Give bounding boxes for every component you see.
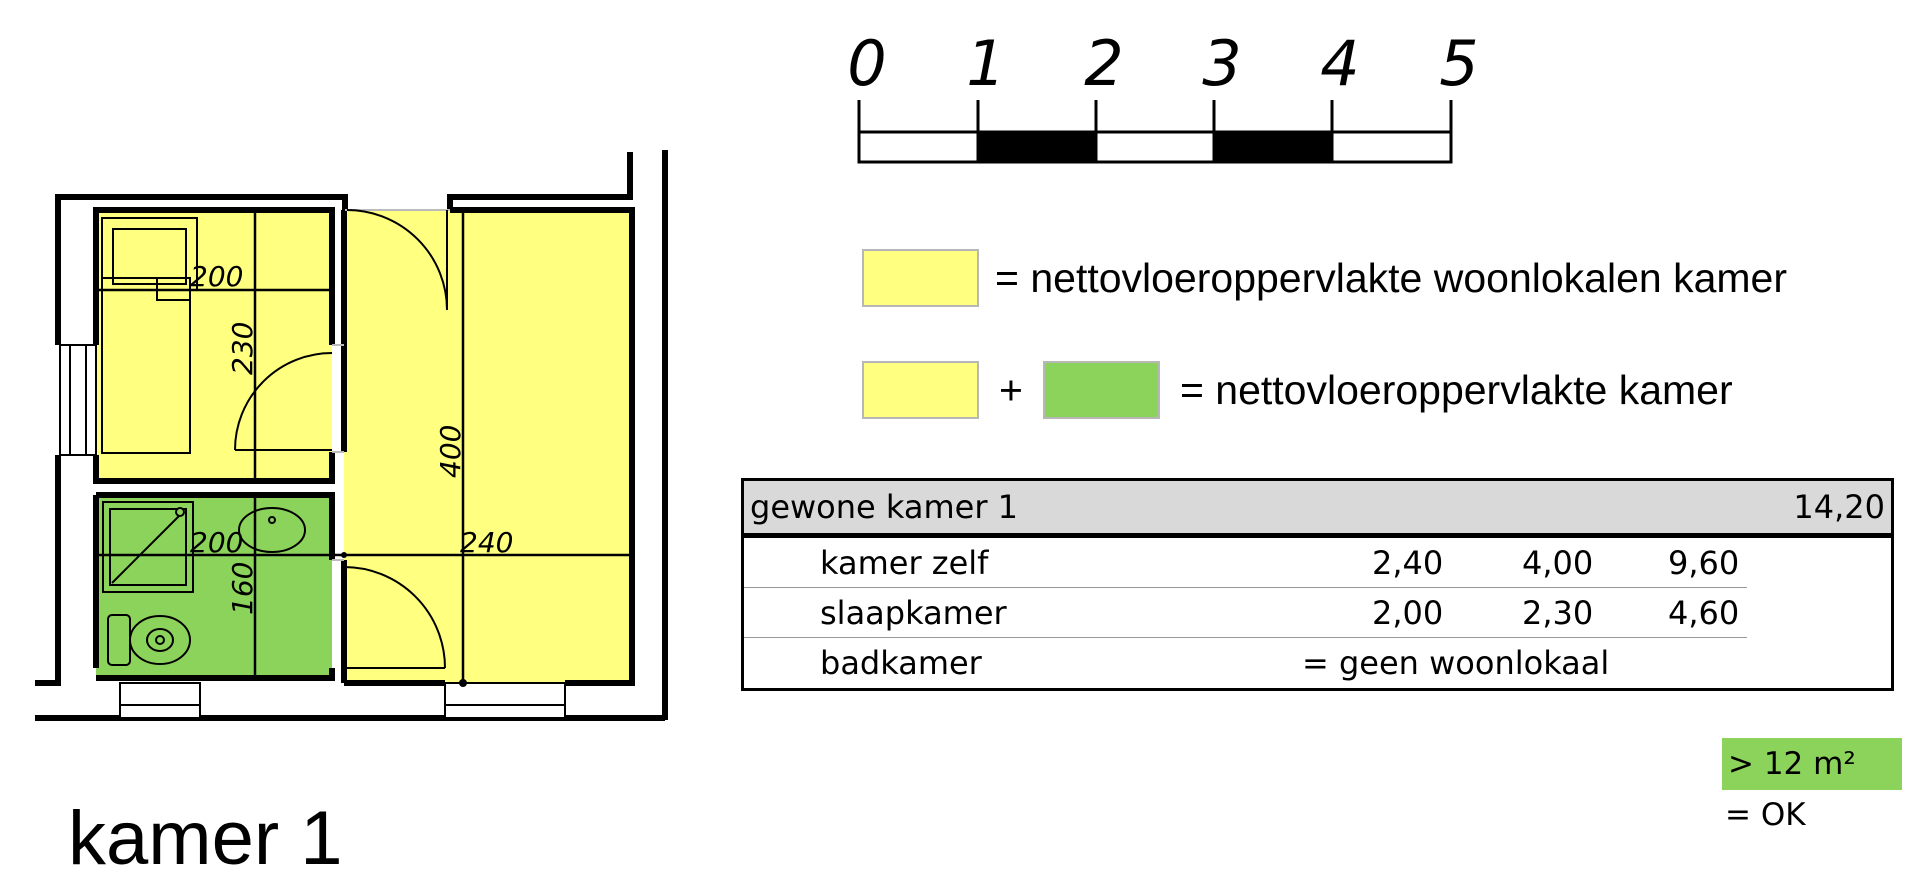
scale-tick-label: 0	[847, 27, 886, 100]
dim-bath-depth: 160	[226, 562, 259, 615]
bedroom-floor	[96, 210, 332, 481]
scale-tick-label: 1	[966, 27, 1005, 100]
legend-text: = nettovloeroppervlakte kamer	[1179, 366, 1733, 413]
room-floor	[344, 210, 632, 683]
row-width: 2,40	[1372, 544, 1444, 582]
dim-bath-width: 200	[190, 526, 243, 559]
page-title: kamer 1	[68, 796, 343, 881]
row-length: 2,30	[1522, 594, 1594, 632]
dim-bedroom-depth: 230	[226, 322, 259, 375]
row-width: 2,00	[1372, 594, 1444, 632]
scale-tick-label: 5	[1439, 27, 1478, 100]
row-label: kamer zelf	[820, 544, 989, 582]
check-result: = OK	[1725, 797, 1806, 833]
yellow-swatch	[862, 361, 979, 419]
scale-bar: 0 1 2 3 4 5	[847, 27, 1479, 164]
table-row: kamer zelf 2,40 4,00 9,60	[744, 538, 1891, 588]
table-header: gewone kamer 1 14,20	[744, 481, 1891, 538]
scale-tick-label: 3	[1202, 27, 1241, 100]
table-row: badkamer = geen woonlokaal	[744, 638, 1891, 688]
legend-row-living-area: = nettovloeroppervlakte woonlokalen kame…	[862, 249, 1787, 307]
legend-text: = nettovloeroppervlakte woonlokalen kame…	[995, 254, 1787, 301]
row-area: 4,60	[1668, 594, 1740, 632]
dim-room-width: 240	[460, 526, 513, 559]
dim-room-depth: 400	[434, 425, 467, 478]
scale-tick-label: 4	[1320, 27, 1359, 100]
dim-bedroom-width: 200	[190, 260, 243, 293]
yellow-swatch	[862, 249, 979, 307]
room-name: gewone kamer 1	[750, 488, 1019, 526]
legend-row-total-area: + = nettovloeroppervlakte kamer	[862, 361, 1733, 419]
row-label: slaapkamer	[820, 594, 1007, 632]
floor-plan: 200 230 400 200 160 240	[35, 150, 668, 721]
row-area: 9,60	[1668, 544, 1740, 582]
row-length: 4,00	[1522, 544, 1594, 582]
row-label: badkamer	[820, 644, 982, 682]
total-area: 14,20	[1793, 488, 1885, 526]
scale-tick-label: 2	[1084, 27, 1123, 100]
plus-sign: +	[999, 366, 1023, 413]
table-row: slaapkamer 2,00 2,30 4,60	[744, 588, 1891, 638]
row-note: = geen woonlokaal	[1302, 644, 1610, 682]
area-table: gewone kamer 1 14,20 kamer zelf 2,40 4,0…	[741, 478, 1894, 691]
green-swatch	[1042, 361, 1160, 419]
area-threshold-badge: > 12 m²	[1722, 738, 1902, 790]
